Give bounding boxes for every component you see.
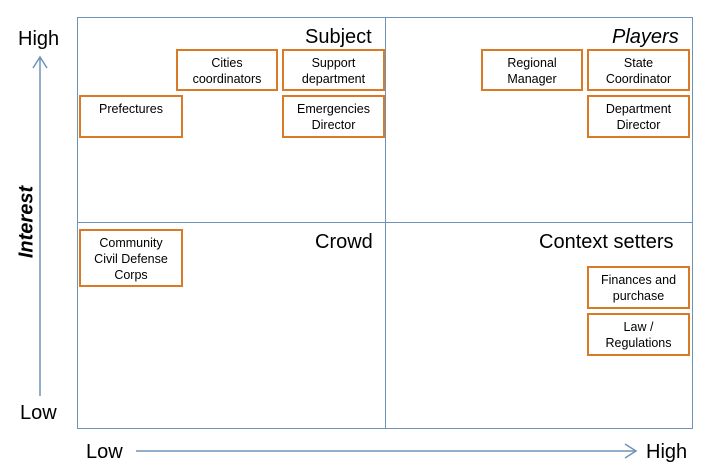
vertical-divider xyxy=(385,17,386,429)
y-axis-high-label: High xyxy=(18,28,60,50)
stakeholder-box-state-coordinator: State Coordinator xyxy=(587,49,690,91)
stakeholder-box-community-civil-defense: Community Civil Defense Corps xyxy=(79,229,183,287)
quadrant-title-subject: Subject xyxy=(305,26,372,48)
quadrant-title-crowd: Crowd xyxy=(315,231,373,253)
x-axis-low-label: Low xyxy=(86,441,123,463)
stakeholder-box-finances-purchase: Finances and purchase xyxy=(587,266,690,309)
stakeholder-box-department-director: Department Director xyxy=(587,95,690,138)
quadrant-title-players: Players xyxy=(612,26,679,48)
y-axis-low-label: Low xyxy=(20,402,57,424)
stakeholder-box-law-regulations: Law / Regulations xyxy=(587,313,690,356)
y-axis-arrowhead xyxy=(32,55,48,69)
x-axis-arrowhead xyxy=(624,443,638,459)
stakeholder-box-support-department: Support department xyxy=(282,49,385,91)
stakeholder-box-cities-coordinators: Cities coordinators xyxy=(176,49,278,91)
quadrant-title-context-setters: Context setters xyxy=(539,231,674,253)
stakeholder-box-regional-manager: Regional Manager xyxy=(481,49,583,91)
stakeholder-box-emergencies-director: Emergencies Director xyxy=(282,95,385,138)
stakeholder-box-prefectures: Prefectures xyxy=(79,95,183,138)
horizontal-divider xyxy=(77,222,693,223)
y-axis-title: Interest xyxy=(15,185,38,259)
x-axis-high-label: High xyxy=(646,441,688,463)
